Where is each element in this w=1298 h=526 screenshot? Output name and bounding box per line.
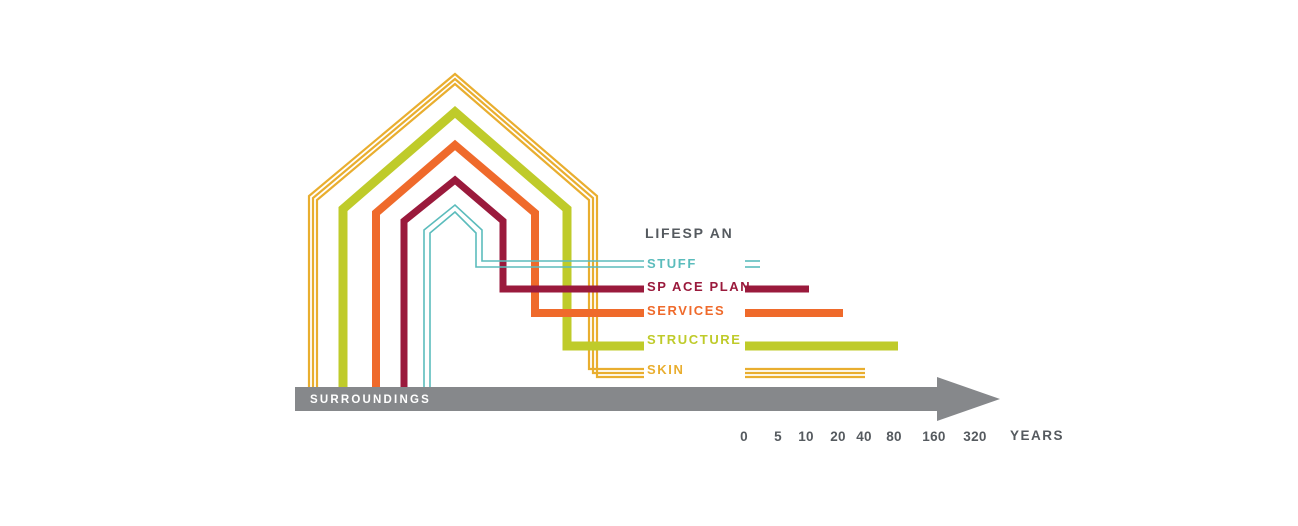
lifespan-title: LIFESP AN [645, 225, 734, 241]
tick-label: 10 [798, 429, 814, 444]
space-plan-house-line [400, 175, 644, 388]
surroundings-label: SURROUNDINGS [310, 394, 431, 406]
skin-label: SKIN [647, 362, 684, 377]
tick-label: 5 [774, 429, 782, 444]
services-label: SERVICES [647, 303, 725, 318]
tick-label: 0 [740, 429, 748, 444]
stuff-layer [423, 203, 760, 388]
axis-arrowhead [937, 377, 1000, 421]
stuff-house-line [429, 210, 644, 388]
skin-layer [307, 72, 865, 388]
tick-label: 40 [856, 429, 872, 444]
stuff-label: STUFF [647, 256, 697, 271]
surroundings-axis: SURROUNDINGS [295, 377, 1000, 421]
tick-label: 320 [963, 429, 986, 444]
space-plan-label: SP ACE PLAN [647, 279, 751, 294]
skin-house-line [311, 77, 644, 388]
space-plan-layer [400, 175, 809, 388]
stuff-house-line [423, 203, 644, 388]
structure-house-line [338, 106, 644, 388]
services-house-line [372, 139, 644, 388]
structure-layer [338, 106, 898, 388]
skin-house-line [307, 72, 644, 388]
tick-label: 20 [830, 429, 846, 444]
services-layer [372, 139, 843, 388]
skin-house-line [315, 82, 644, 388]
tick-label: 160 [922, 429, 945, 444]
years-unit-label: YEARS [1010, 428, 1064, 443]
structure-label: STRUCTURE [647, 332, 742, 347]
axis-bar [295, 387, 940, 411]
tick-label: 80 [886, 429, 902, 444]
